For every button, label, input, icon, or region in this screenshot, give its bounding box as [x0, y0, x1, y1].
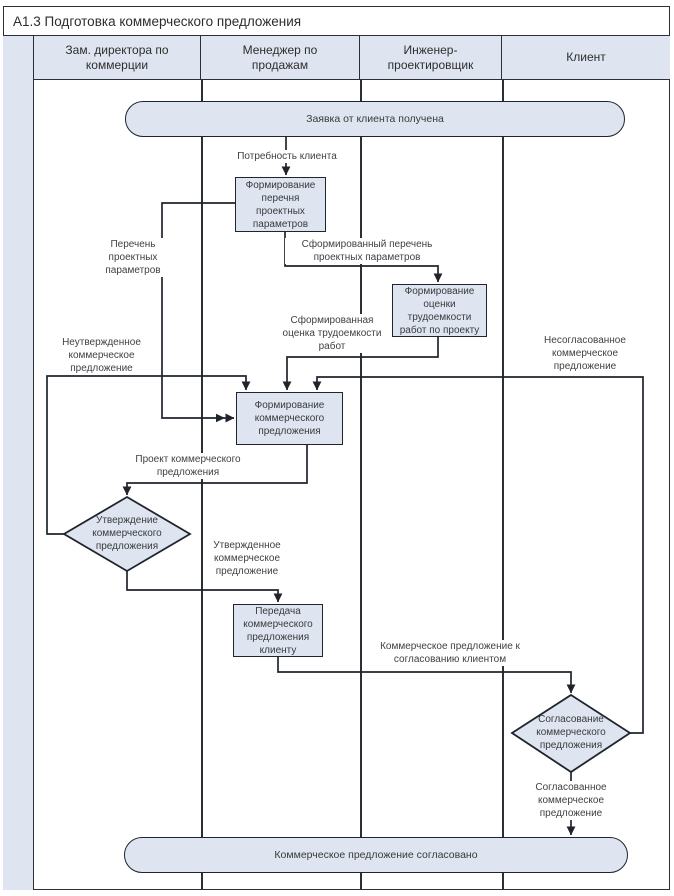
flow-label-draft-proposal: Проект коммерческого предложения: [125, 453, 251, 479]
lane-divider-1: [201, 80, 203, 890]
flow-label-approved-proposal: Утвержденное коммерческое предложение: [203, 539, 291, 578]
flow-label-params-list: Перечень проектных параметров: [94, 238, 172, 277]
flow-label-formed-params-list: Сформированный перечень проектных параме…: [285, 238, 449, 264]
activity-effort-estimate: Формирование оценки трудоемкости работ п…: [392, 284, 487, 337]
lane-header-deputy-director: Зам. директора по коммерции: [34, 36, 201, 80]
activity-form-params-list: Формирование перечня проектных параметро…: [235, 177, 326, 232]
flow-label-proposal-for-agreement: Коммерческое предложение к согласованию …: [366, 640, 534, 666]
flow-label-formed-effort-estimate: Сформированная оценка трудоемкости работ: [275, 314, 389, 353]
diagram-title: А1.3 Подготовка коммерческого предложени…: [13, 13, 302, 29]
lane-divider-3: [502, 80, 504, 890]
lane-divider-2: [360, 80, 362, 890]
left-strip: [3, 36, 34, 890]
flow-label-agreed-proposal: Согласованное коммерческое предложение: [522, 781, 620, 820]
diagram-title-bar: А1.3 Подготовка коммерческого предложени…: [3, 6, 670, 36]
flow-label-unagreed-proposal: Несогласованное коммерческое предложение: [536, 334, 634, 373]
diagram-frame: [3, 6, 670, 890]
flow-label-unapproved-proposal: Неутвержденное коммерческое предложение: [54, 336, 149, 375]
activity-form-proposal: Формирование коммерческого предложения: [236, 392, 343, 445]
start-event: Заявка от клиента получена: [125, 101, 625, 137]
end-event: Коммерческое предложение согласовано: [124, 837, 628, 873]
lane-header-sales-manager: Менеджер по продажам: [201, 36, 360, 80]
lane-header-client: Клиент: [502, 36, 670, 80]
flow-label-client-need: Потребность клиента: [232, 150, 342, 163]
activity-send-proposal: Передача коммерческого предложения клиен…: [233, 604, 323, 657]
decision-agree-label: Согласование коммерческого предложения: [536, 714, 606, 751]
decision-approve-label: Утверждение коммерческого предложения: [92, 515, 162, 552]
lane-header-design-engineer: Инженер-проектировщик: [360, 36, 502, 80]
